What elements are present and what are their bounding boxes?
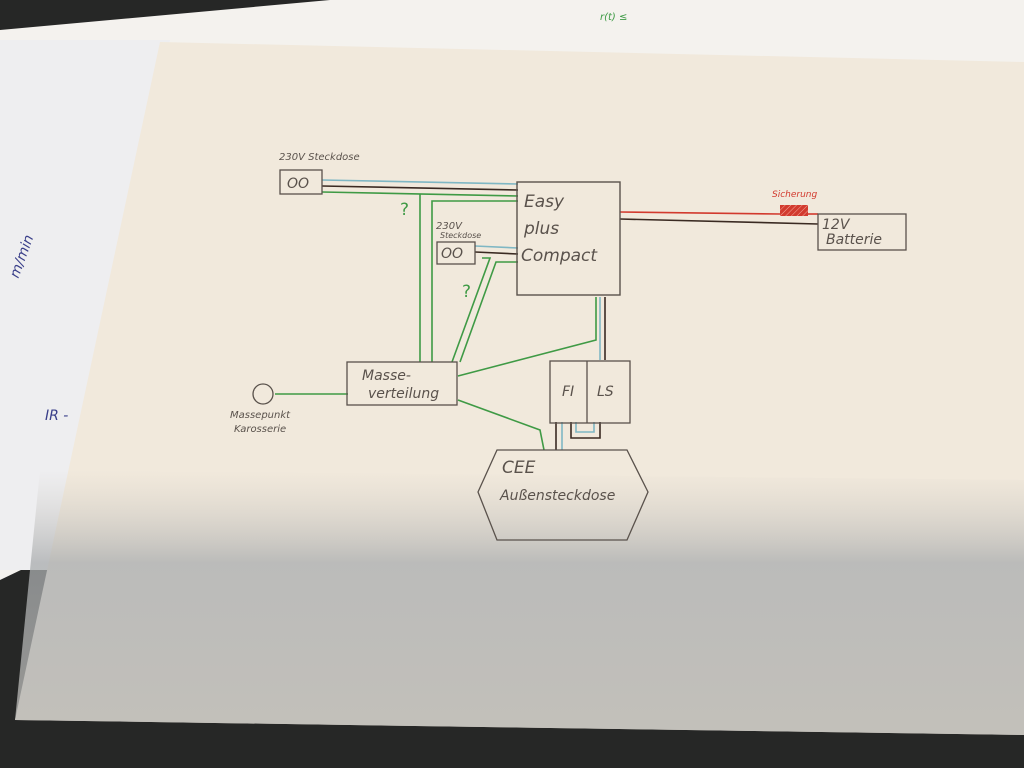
battery-label: Batterie	[826, 232, 882, 248]
ground-distribution: Masse- verteilung	[346, 361, 458, 406]
inverter-label: plus	[523, 219, 559, 239]
rcd-breaker-unit: FI LS	[549, 360, 631, 424]
ground-point-label: Massepunkt	[230, 410, 291, 421]
ground-distribution-label: Masse-	[362, 368, 411, 384]
inverter-label: Easy	[524, 192, 565, 212]
ground-distribution-label: verteilung	[368, 386, 439, 402]
inverter-label: Compact	[521, 246, 598, 266]
cee-outdoor-socket: CEE Außensteckdose	[477, 449, 649, 541]
ground-point-icon	[252, 383, 274, 405]
background-note: r(t) ≤	[600, 12, 627, 23]
background-paper-left	[0, 40, 170, 570]
socket-label: 230V Steckdose	[279, 152, 360, 163]
wires	[275, 179, 819, 451]
socket-label: Steckdose	[440, 231, 481, 240]
battery-label: 12V	[822, 217, 851, 233]
socket-230v-2: 230V Steckdose OO	[436, 221, 481, 265]
battery-12v: 12V Batterie	[817, 213, 907, 251]
hand-shadow	[15, 470, 1024, 735]
ground-point-label: Karosserie	[234, 424, 286, 435]
question-mark: ?	[462, 282, 471, 302]
background-note: IR -	[45, 408, 68, 424]
inverter-easy-plus-compact: Easy plus Compact	[516, 181, 621, 296]
breaker-label: LS	[597, 384, 614, 400]
cee-label: Außensteckdose	[499, 488, 615, 504]
cee-label: CEE	[502, 458, 536, 478]
socket-label: 230V	[436, 221, 463, 232]
rcd-label: FI	[562, 384, 574, 400]
fuse: Sicherung	[772, 190, 818, 216]
fuse-icon	[780, 205, 808, 216]
ground-point-chassis: Massepunkt Karosserie	[230, 383, 291, 435]
fuse-label: Sicherung	[772, 190, 818, 200]
question-mark: ?	[400, 200, 409, 220]
socket-icon: OO	[287, 176, 309, 192]
socket-230v-1: 230V Steckdose OO	[279, 152, 360, 195]
socket-icon: OO	[441, 246, 463, 262]
